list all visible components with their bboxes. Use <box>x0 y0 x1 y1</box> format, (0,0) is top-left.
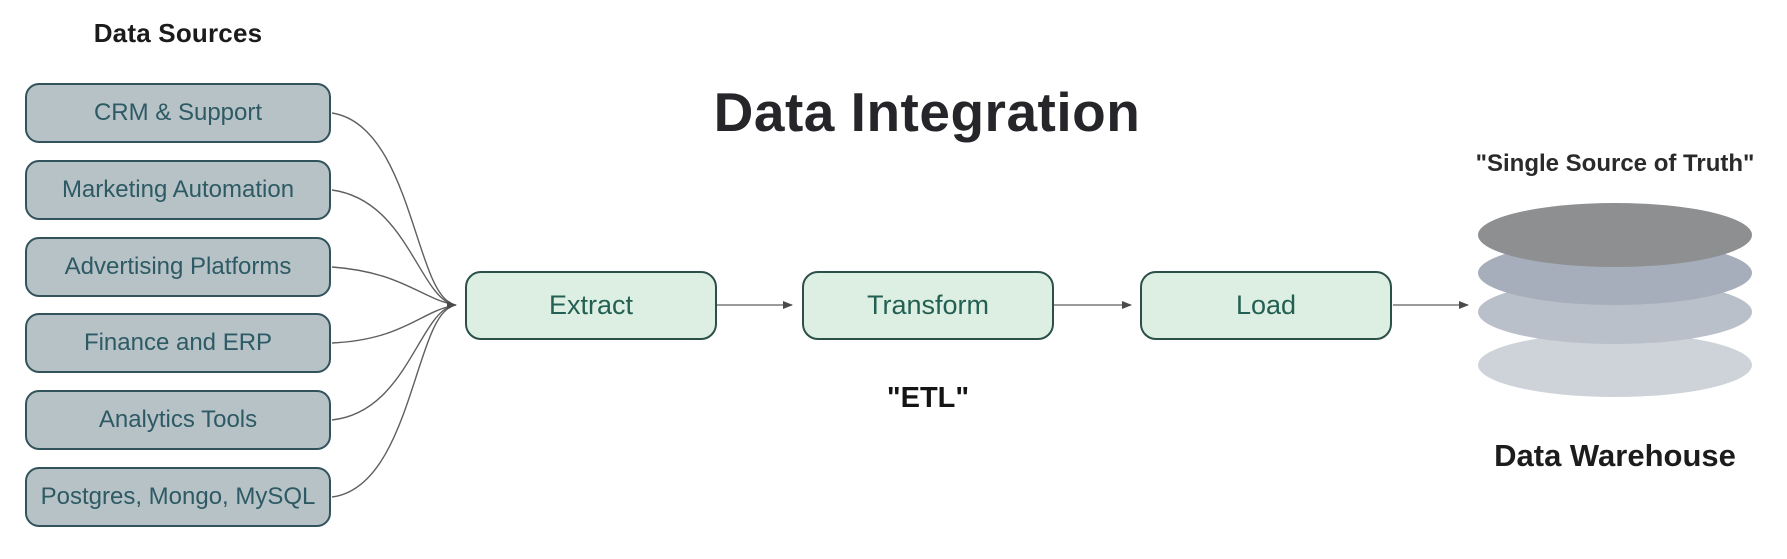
stage-box-label: Extract <box>548 290 634 320</box>
source-box-analytics: Analytics Tools <box>25 390 331 450</box>
database-cylinder-icon <box>1478 203 1752 397</box>
warehouse-quote: "Single Source of Truth" <box>1475 150 1755 177</box>
disk-bottom <box>1478 333 1752 397</box>
stage-box-label: Load <box>1235 290 1297 320</box>
disk-top <box>1478 203 1752 267</box>
stage-box-label: Transform <box>866 290 989 320</box>
source-box-label: Marketing Automation <box>61 176 295 203</box>
warehouse-label: Data Warehouse <box>1494 438 1736 473</box>
source-box-crm-support: CRM & Support <box>25 83 331 143</box>
stage-box-transform: Transform <box>802 271 1054 340</box>
source-box-databases: Postgres, Mongo, MySQL <box>25 467 331 527</box>
curve-source-1 <box>331 112 452 304</box>
curve-source-4 <box>331 305 452 344</box>
source-box-advertising: Advertising Platforms <box>25 237 331 297</box>
source-box-label: Analytics Tools <box>98 406 258 433</box>
etl-caption: "ETL" <box>886 382 970 414</box>
source-fan-in-curves <box>331 112 457 498</box>
source-box-label: Postgres, Mongo, MySQL <box>40 483 316 510</box>
curve-source-3 <box>331 266 452 305</box>
source-box-label: Advertising Platforms <box>64 253 292 280</box>
source-box-label: Finance and ERP <box>83 329 273 356</box>
stage-box-extract: Extract <box>465 271 717 340</box>
data-sources-heading: Data Sources <box>93 18 263 48</box>
curve-source-5 <box>331 305 452 421</box>
source-box-label: CRM & Support <box>93 99 263 126</box>
source-box-finance-erp: Finance and ERP <box>25 313 331 373</box>
curve-source-2 <box>331 189 452 305</box>
stage-box-load: Load <box>1140 271 1392 340</box>
curve-source-6 <box>331 306 452 498</box>
diagram-title: Data Integration <box>713 81 1141 143</box>
source-box-marketing: Marketing Automation <box>25 160 331 220</box>
